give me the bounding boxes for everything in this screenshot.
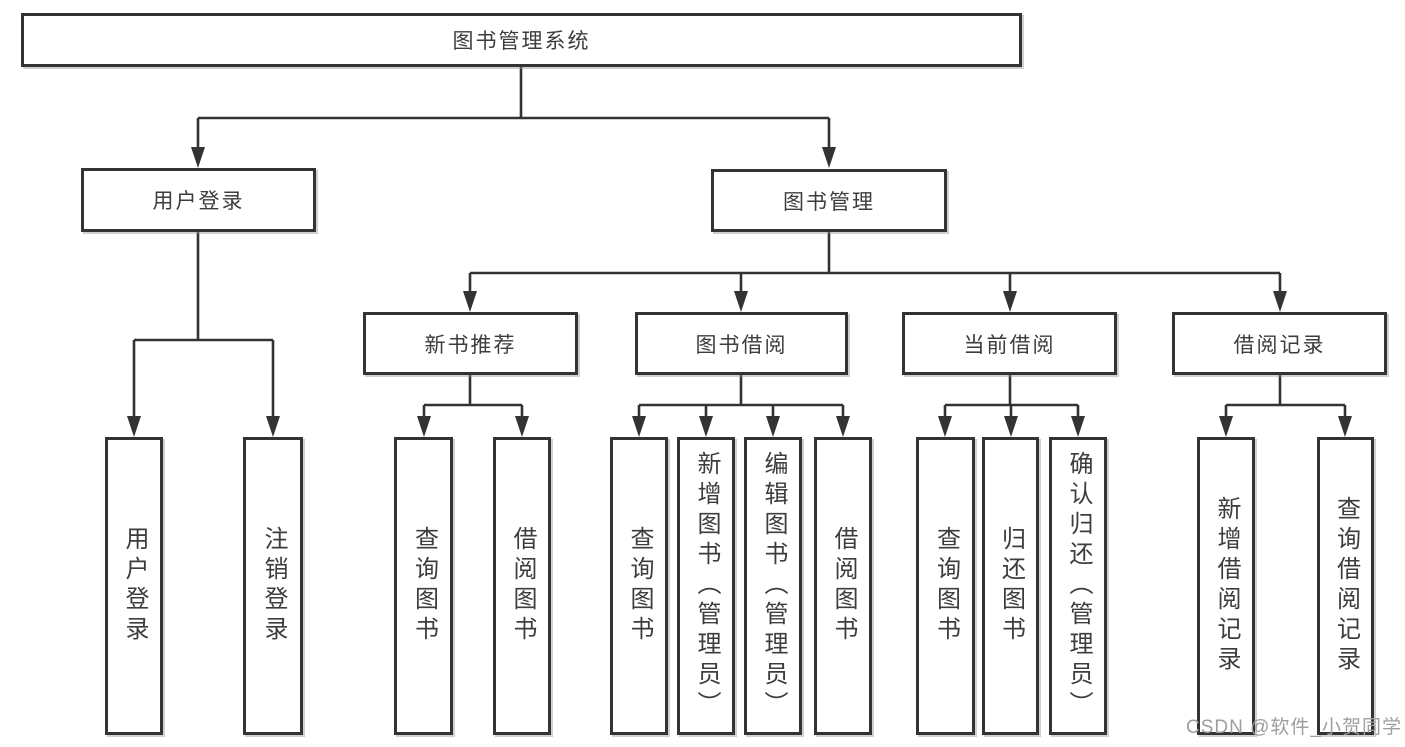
node-book-management: 图书管理: [711, 169, 947, 232]
csdn-watermark: CSDN @软件_小贺同学: [1186, 717, 1402, 738]
node-label: 当前借阅: [963, 333, 1056, 357]
connector-new-book: [422, 375, 524, 420]
connector-user-login: [132, 232, 275, 420]
node-label: 新增借阅记录: [1213, 496, 1240, 676]
leaf-query-book-recommend: 查询图书: [394, 437, 453, 735]
leaf-user-login: 用户登录: [105, 437, 163, 735]
connector-borrow-record: [1224, 375, 1347, 420]
node-label: 新书推荐: [424, 333, 517, 357]
node-library-system: 图书管理系统: [21, 13, 1022, 67]
leaf-add-borrow-record: 新增借阅记录: [1197, 437, 1255, 735]
node-label: 用户登录: [152, 190, 245, 213]
node-label: 图书借阅: [695, 333, 788, 357]
node-label: 图书管理: [783, 190, 875, 214]
connector-book-mgmt: [468, 232, 1282, 294]
node-user-login: 用户登录: [81, 168, 316, 232]
node-label: 查询借阅记录: [1332, 496, 1360, 676]
node-book-borrow: 图书借阅: [635, 312, 848, 375]
leaf-add-book-admin: 新增图书（管理员）: [677, 437, 735, 735]
leaf-borrow-book-recommend: 借阅图书: [493, 437, 551, 735]
node-label: 查询图书: [410, 526, 438, 646]
connector-root: [196, 67, 831, 150]
node-label: 查询图书: [626, 526, 653, 646]
node-label: 查询图书: [932, 526, 960, 646]
node-label: 借阅图书: [830, 526, 857, 646]
node-current-borrow: 当前借阅: [902, 312, 1117, 375]
leaf-query-borrow-record: 查询借阅记录: [1317, 437, 1374, 735]
node-new-book-recommend: 新书推荐: [363, 312, 578, 375]
node-label: 新增图书（管理员）: [693, 451, 720, 721]
node-label: 借阅记录: [1233, 333, 1326, 357]
arrowheads: [127, 147, 1352, 437]
node-label: 注销登录: [260, 526, 287, 646]
node-label: 用户登录: [121, 526, 148, 646]
leaf-query-current-borrow: 查询图书: [916, 437, 975, 735]
connector-book-borrow: [637, 375, 845, 420]
leaf-edit-book-admin: 编辑图书（管理员）: [744, 437, 802, 735]
node-borrow-record: 借阅记录: [1172, 312, 1387, 375]
node-label: 图书管理系统: [452, 30, 591, 53]
leaf-borrow-book: 借阅图书: [814, 437, 872, 735]
leaf-confirm-return-admin: 确认归还（管理员）: [1049, 437, 1107, 735]
node-label: 归还图书: [997, 526, 1025, 646]
leaf-return-book: 归还图书: [982, 437, 1039, 735]
node-label: 确认归还（管理员）: [1065, 451, 1092, 721]
node-label: 编辑图书（管理员）: [760, 451, 787, 721]
leaf-logout: 注销登录: [243, 437, 303, 735]
node-label: 借阅图书: [509, 526, 536, 646]
connector-current-borrow: [943, 375, 1080, 420]
leaf-query-book: 查询图书: [610, 437, 668, 735]
